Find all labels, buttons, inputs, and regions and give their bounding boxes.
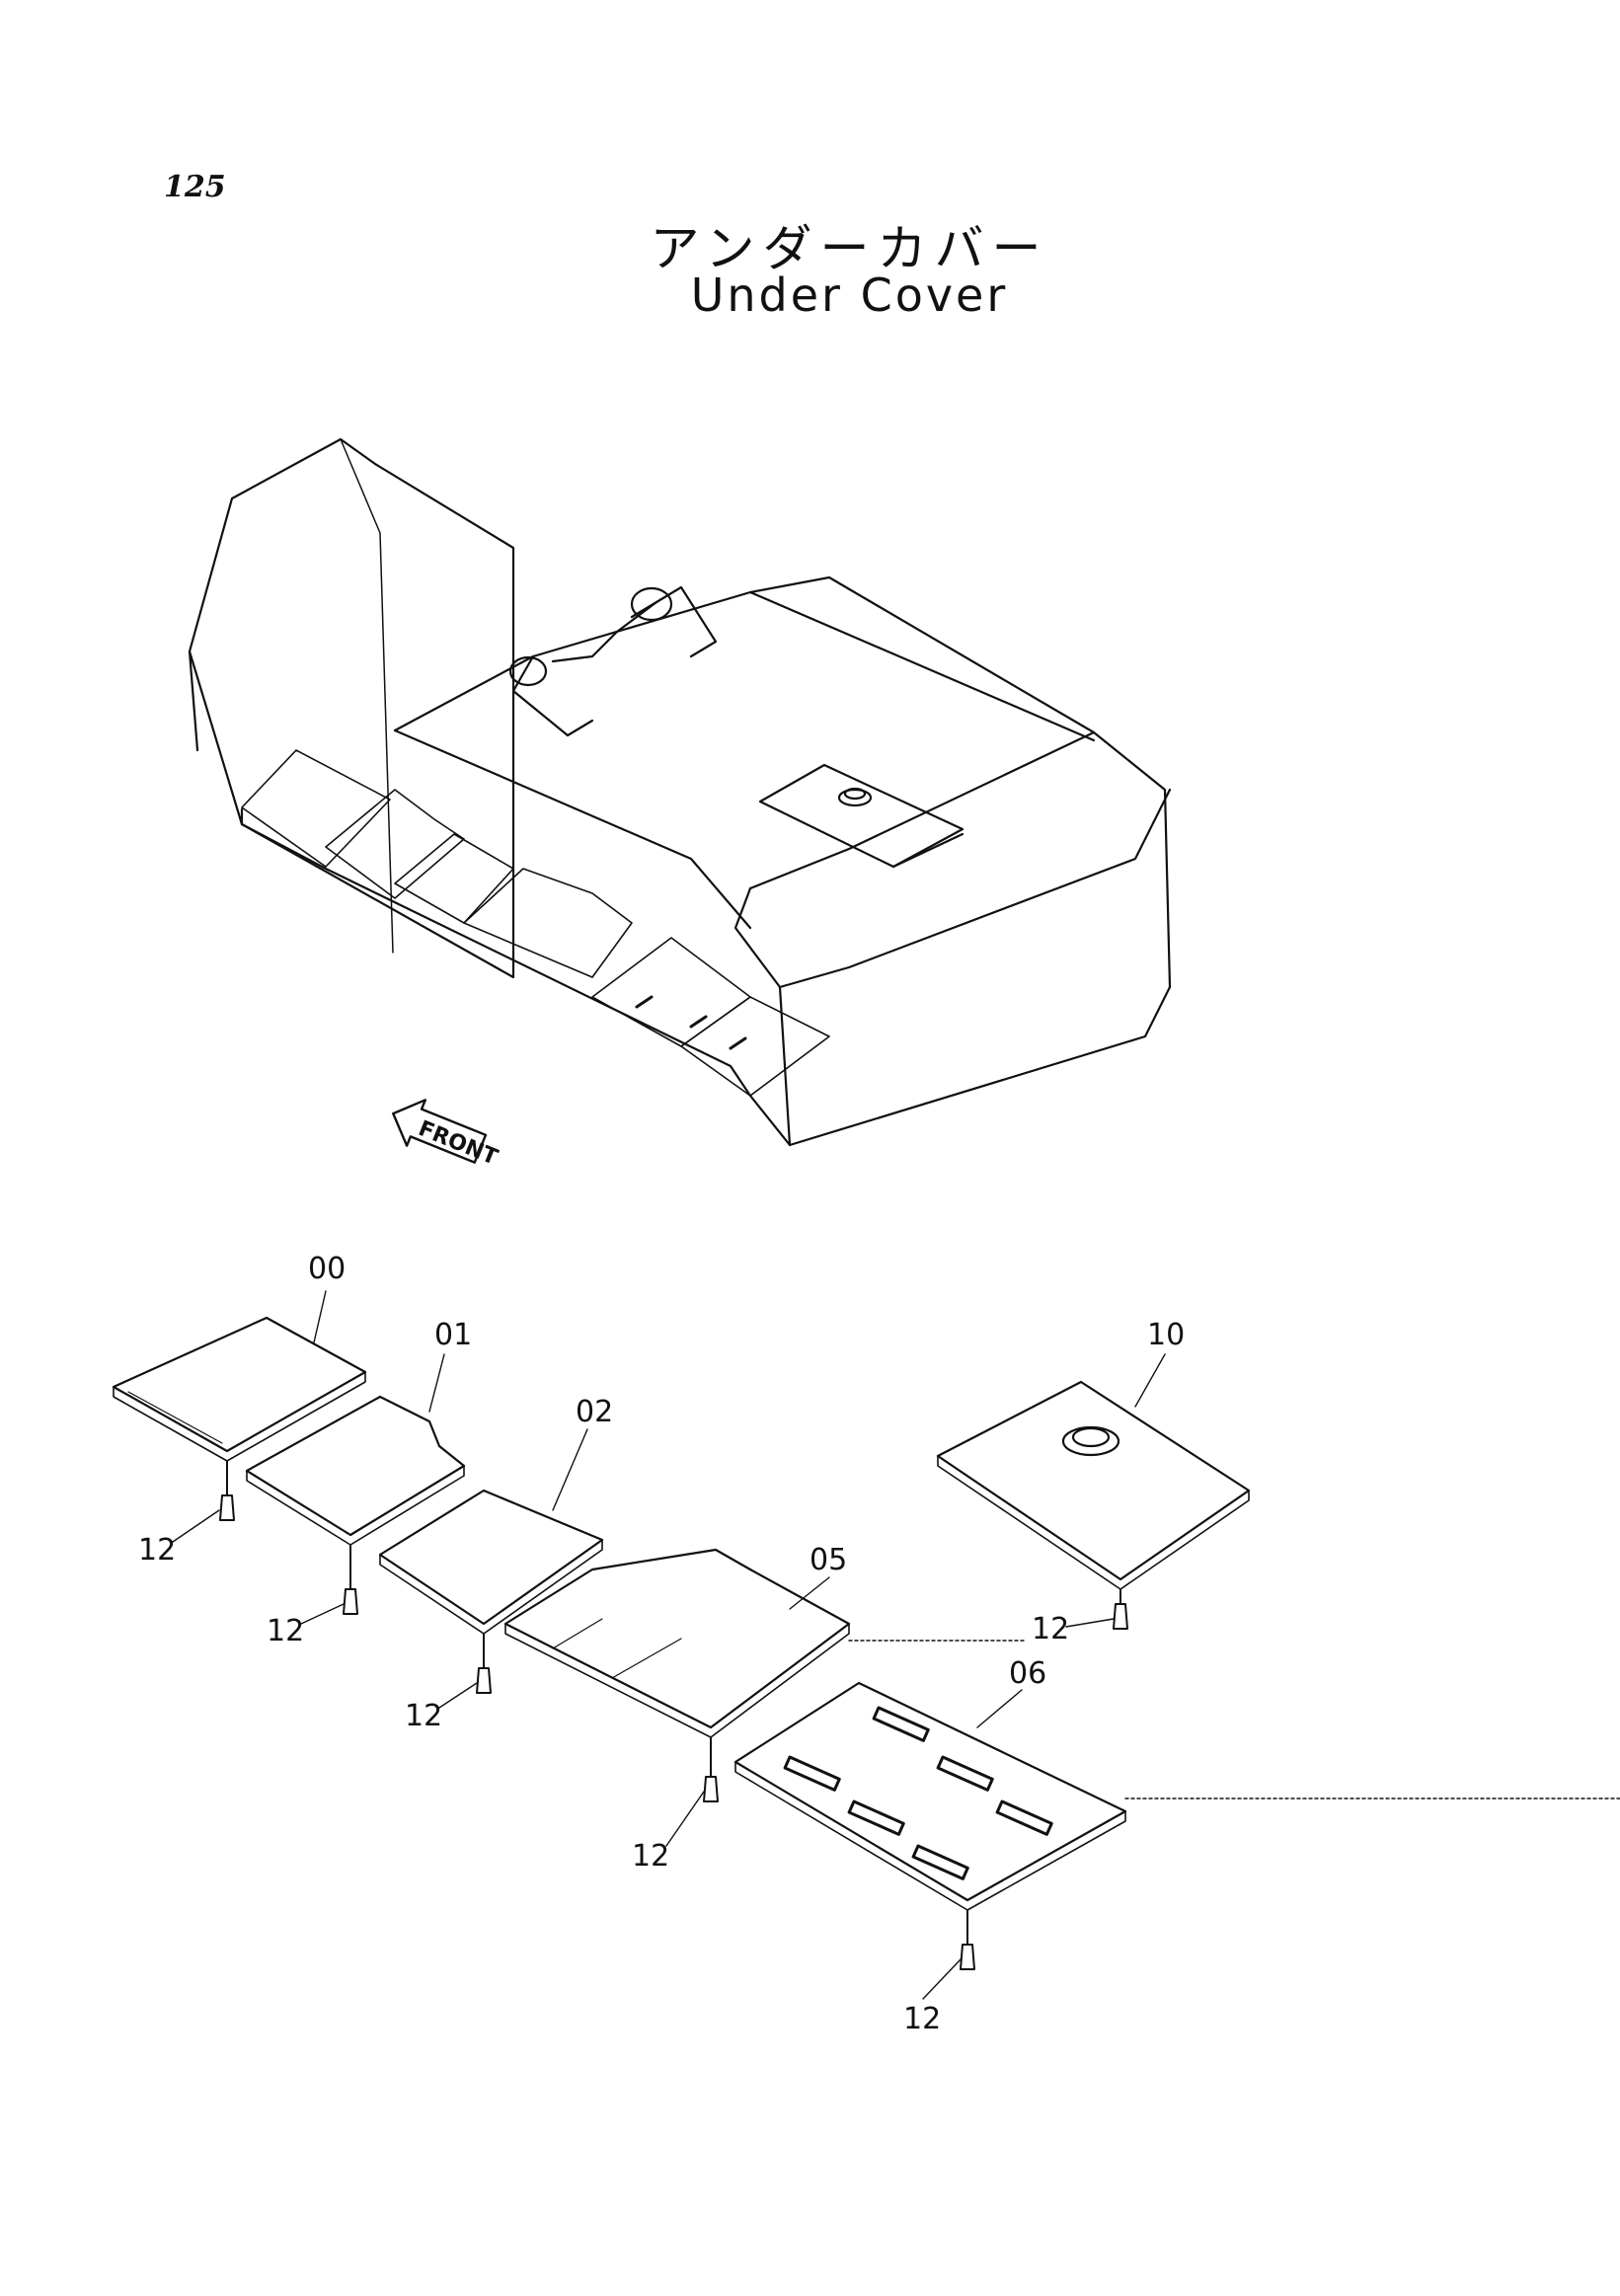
callout-12-a: 12: [138, 1533, 176, 1568]
callout-05: 05: [810, 1543, 847, 1577]
title-english: Under Cover: [690, 268, 1009, 322]
page-number: 125: [164, 170, 226, 204]
panel-06: [733, 1681, 1127, 1911]
callout-12-c: 12: [405, 1699, 442, 1733]
callout-12-f: 12: [903, 2002, 941, 2036]
callout-12-d: 12: [632, 1839, 669, 1874]
panel-10: [936, 1380, 1251, 1590]
panel-05: [503, 1548, 851, 1738]
callout-12-e: 12: [1032, 1612, 1069, 1646]
panel-00: [112, 1316, 367, 1462]
callout-01: 01: [434, 1318, 472, 1352]
callout-06: 06: [1009, 1656, 1046, 1691]
title-japanese: アンダーカバー: [650, 220, 1049, 277]
callout-00: 00: [308, 1252, 346, 1286]
machine-frame-assembly: [188, 437, 1172, 1147]
callout-02: 02: [576, 1395, 613, 1429]
callout-10: 10: [1147, 1318, 1185, 1352]
leader-lines: [172, 1290, 1620, 2000]
panel-02: [378, 1489, 604, 1635]
callout-12-b: 12: [267, 1614, 304, 1648]
front-direction-marker: [392, 1099, 488, 1164]
bolt-12: [219, 1460, 1128, 1970]
